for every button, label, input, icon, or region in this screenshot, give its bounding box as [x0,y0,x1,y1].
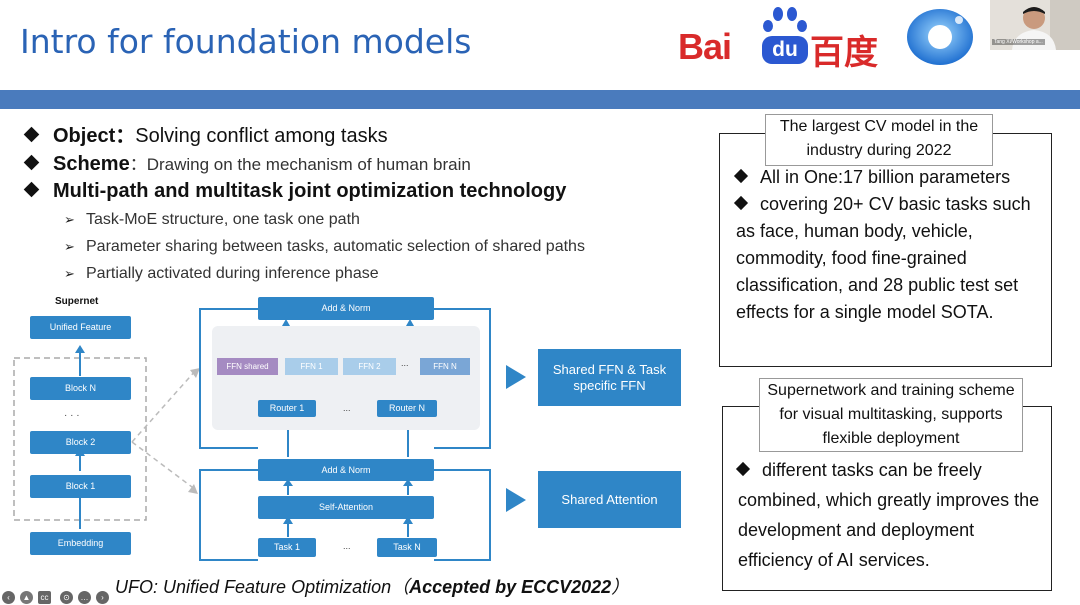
baidu-logo-du: du [762,36,808,64]
bullet-key: Scheme [53,153,130,175]
add-norm-bottom: Add & Norm [258,459,434,481]
bullet-multipath: Multi-path and multitask joint optimizat… [23,180,567,203]
diamond-bullet-icon [23,181,40,198]
bullet-object: Object：Solving conflict among tasks [23,119,388,148]
footer-suffix: ） [611,577,630,597]
pointer-icon[interactable]: ▲ [20,591,33,604]
bullet-text: covering 20+ CV basic tasks such as face… [736,194,1031,322]
webcam-caption: Tang Xi/Workshop a... [992,39,1045,45]
caption-shared-ffn: Shared FFN & Task specific FFN [538,349,681,406]
router-ellipsis: ... [343,403,351,413]
block-n: Block N [30,377,131,400]
diamond-bullet-icon [23,154,40,171]
cc-icon[interactable]: cc [38,591,51,604]
webcam-thumbnail[interactable]: Tang Xi/Workshop a... [990,0,1080,50]
more-icon[interactable]: … [78,591,91,604]
footer-citation: UFO: Unified Feature Optimization（Accept… [115,573,629,599]
router-1: Router 1 [258,400,316,417]
info-box-bullet: covering 20+ CV basic tasks such as face… [733,191,1048,326]
arrow-bullet-icon: ➢ [64,266,75,281]
diamond-bullet-icon [733,168,749,184]
bullet-key: Multi-path and multitask joint optimizat… [53,180,567,202]
diamond-bullet-icon [23,126,40,143]
header-divider-bar [0,90,1080,109]
back-icon[interactable]: ‹ [2,591,15,604]
arrow-bullet-icon: ➢ [64,212,75,227]
bullet-text: ：Drawing on the mechanism of human brain [129,155,471,174]
sub-bullet: ➢ Task-MoE structure, one task one path [64,211,360,229]
baidu-logo-text: Bai [678,26,732,67]
moe-panel [212,326,480,430]
task-n: Task N [377,538,437,557]
bullet-text: different tasks can be freely combined, … [738,460,1040,570]
task-1: Task 1 [258,538,316,557]
embedding-block: Embedding [30,532,131,555]
info-box-label: The largest CV model in the industry dur… [765,114,993,166]
bullet-text: Solving conflict among tasks [135,125,388,147]
bullet-text: All in One:17 billion parameters [760,167,1011,187]
info-box-bullet: All in One:17 billion parameters [733,164,1046,191]
ffn-ellipsis: ... [401,358,409,368]
zoom-icon[interactable]: ⊙ [60,591,73,604]
baidu-paw-icon [763,7,807,32]
router-n: Router N [377,400,437,417]
sub-bullet: ➢ Partially activated during inference ph… [64,265,379,283]
footer-accepted: Accepted by ECCV2022 [409,577,612,597]
info-box-label: Supernetwork and training scheme for vis… [759,378,1023,452]
ufo-model-logo [907,9,973,65]
supernet-label: Supernet [55,296,99,307]
footer-prefix: UFO: Unified Feature Optimization（ [115,577,410,597]
caption-shared-attention: Shared Attention [538,471,681,528]
ffn-n: FFN N [420,358,470,375]
sub-bullet-text: Partially activated during inference pha… [86,265,379,282]
sub-bullet-text: Parameter sharing between tasks, automat… [86,238,585,255]
next-icon[interactable]: › [96,591,109,604]
person-video-icon [990,0,1080,50]
block-1: Block 1 [30,475,131,498]
play-arrow-icon [506,488,526,512]
bullet-key: Object： [53,125,136,147]
self-attention-block: Self-Attention [258,496,434,519]
play-arrow-icon [506,365,526,389]
ffn-shared: FFN shared [217,358,278,375]
task-ellipsis: ... [343,541,351,551]
unified-feature-block: Unified Feature [30,316,131,339]
block-2: Block 2 [30,431,131,454]
diamond-bullet-icon [733,195,749,211]
sub-bullet-text: Task-MoE structure, one task one path [86,211,360,228]
sub-bullet: ➢ Parameter sharing between tasks, automa… [64,238,585,256]
arrow-bullet-icon: ➢ [64,239,75,254]
info-box-largest-model [719,133,1052,367]
add-norm-top: Add & Norm [258,297,434,320]
diamond-bullet-icon [735,461,751,477]
baidu-logo-chinese: 百度 [810,33,878,73]
slide-title: Intro for foundation models [20,22,472,61]
ellipsis-vertical: · · · [64,410,80,421]
ffn-1: FFN 1 [285,358,338,375]
bullet-scheme: Scheme：Drawing on the mechanism of human… [23,150,471,176]
ffn-2: FFN 2 [343,358,396,375]
info-box-bullet: different tasks can be freely combined, … [735,455,1048,575]
